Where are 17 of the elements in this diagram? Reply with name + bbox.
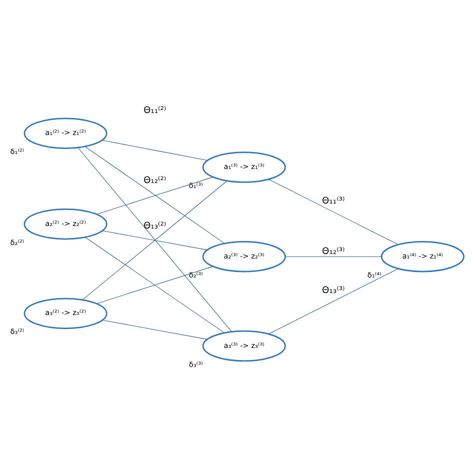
connector	[82, 180, 228, 300]
edge-label: Θ₁₂⁽³⁾	[322, 245, 345, 256]
connector	[102, 230, 208, 250]
connector	[96, 266, 214, 304]
edge-label: Θ₁₃⁽²⁾	[143, 220, 166, 232]
connector	[78, 146, 232, 332]
connector	[96, 176, 214, 214]
connector	[102, 139, 208, 160]
connector	[268, 268, 398, 334]
edge-label: Θ₁₃⁽³⁾	[322, 284, 345, 296]
edge-label: Θ₁₁⁽³⁾	[322, 194, 345, 206]
edge-label: Θ₁₁⁽²⁾	[143, 104, 166, 116]
connector	[268, 178, 398, 244]
edge-label: Θ₁₂⁽²⁾	[143, 174, 166, 186]
connector	[84, 236, 225, 333]
connector	[84, 146, 225, 244]
connector	[102, 319, 208, 340]
